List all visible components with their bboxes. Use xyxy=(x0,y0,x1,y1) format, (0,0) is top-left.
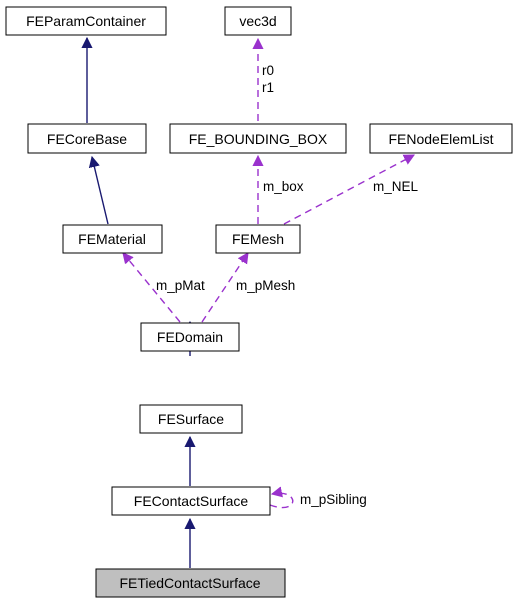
node-fecorebase[interactable]: FECoreBase xyxy=(27,123,147,154)
node-fesurface[interactable]: FESurface xyxy=(139,404,243,434)
label-m-psibling: m_pSibling xyxy=(300,492,367,507)
edge-labels: r0 r1 m_box m_NEL m_pMat m_pMesh m_pSibl… xyxy=(156,63,419,507)
label-m-box: m_box xyxy=(263,179,304,194)
usage-edges xyxy=(123,39,414,509)
node-fenodeelemlist[interactable]: FENodeElemList xyxy=(369,123,513,154)
node-label: FESurface xyxy=(158,411,224,427)
node-fematerial[interactable]: FEMaterial xyxy=(62,224,163,254)
node-label: FETiedContactSurface xyxy=(119,575,260,591)
node-label: FEParamContainer xyxy=(26,13,146,29)
node-label: FEMaterial xyxy=(78,231,146,247)
node-fecontactsurface[interactable]: FEContactSurface xyxy=(111,486,271,516)
node-vec3d[interactable]: vec3d xyxy=(224,6,292,36)
edge-femesh-to-fenodeelemlist xyxy=(283,154,414,225)
label-m-pmat: m_pMat xyxy=(156,278,205,293)
node-label: FENodeElemList xyxy=(388,131,493,147)
node-label: FEMesh xyxy=(232,231,284,247)
edge-fedomain-to-femesh xyxy=(201,253,248,323)
edge-fematerial-to-fecorebase xyxy=(92,157,109,225)
node-feparamcontainer[interactable]: FEParamContainer xyxy=(5,6,167,36)
label-m-nel: m_NEL xyxy=(373,179,419,194)
edge-fedomain-to-fematerial xyxy=(123,253,181,323)
label-r0: r0 xyxy=(262,63,274,78)
node-label: vec3d xyxy=(239,13,276,29)
label-r1: r1 xyxy=(262,80,274,95)
node-fedomain[interactable]: FEDomain xyxy=(140,322,240,352)
edge-fecontactsurface-self-sibling xyxy=(269,493,294,509)
node-label: FEDomain xyxy=(157,329,223,345)
node-femesh[interactable]: FEMesh xyxy=(215,224,301,254)
node-label: FEContactSurface xyxy=(134,493,249,509)
node-label: FE_BOUNDING_BOX xyxy=(189,131,328,147)
node-label: FECoreBase xyxy=(47,131,127,147)
node-fetiedcontactsurface[interactable]: FETiedContactSurface xyxy=(95,568,286,598)
label-m-pmesh: m_pMesh xyxy=(236,278,295,293)
node-fe-bounding-box[interactable]: FE_BOUNDING_BOX xyxy=(169,123,347,154)
